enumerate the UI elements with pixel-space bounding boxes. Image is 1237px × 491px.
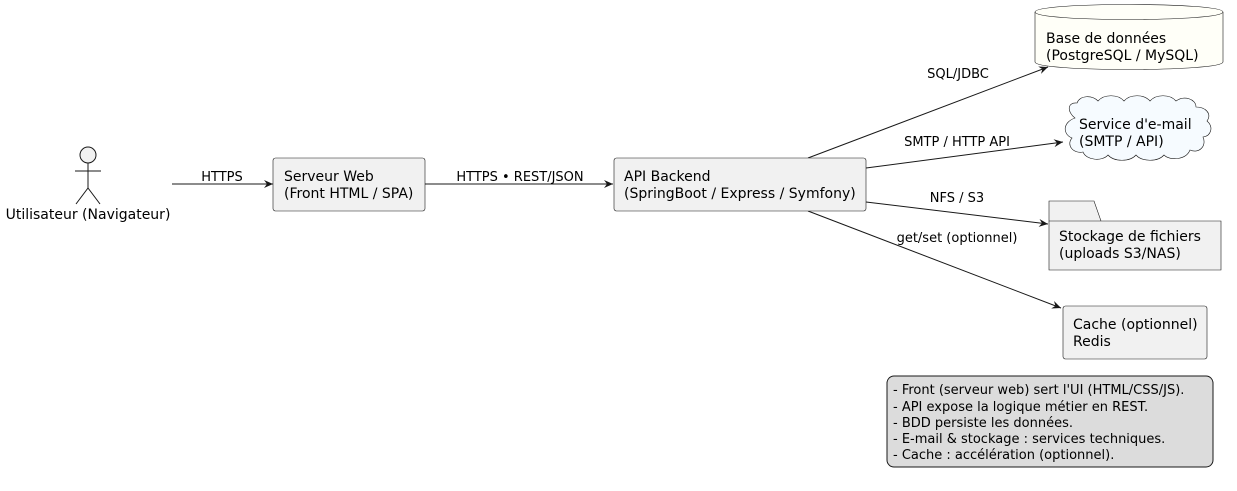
storage-subtitle: (uploads S3/NAS) — [1059, 246, 1181, 262]
edges — [172, 66, 1064, 309]
api-title: API Backend — [624, 169, 710, 185]
edge-labels: HTTPS HTTPS • REST/JSON SQL/JDBC SMTP / … — [201, 67, 1017, 246]
actor-label: Utilisateur (Navigateur) — [6, 207, 171, 223]
cloud-icon — [1064, 95, 1212, 161]
edge-label-nfs: NFS / S3 — [930, 191, 984, 206]
note-line-3: - BDD persiste les données. — [893, 416, 1073, 431]
email-subtitle: (SMTP / API) — [1079, 134, 1164, 150]
folder-icon — [1048, 200, 1222, 271]
edge-api-storage — [865, 201, 1049, 227]
cache-subtitle: Redis — [1073, 334, 1111, 350]
web-server-title: Serveur Web — [284, 169, 374, 185]
web-server-subtitle: (Front HTML / SPA) — [284, 186, 413, 202]
note-line-4: - E-mail & stockage : services technique… — [893, 432, 1165, 447]
node-file-storage: Stockage de fichiers (uploads S3/NAS) — [1048, 200, 1222, 271]
email-title: Service d'e-mail — [1079, 117, 1192, 133]
api-subtitle: (SpringBoot / Express / Symfony) — [624, 186, 856, 202]
edge-api-mail — [865, 139, 1064, 169]
actor-user: Utilisateur (Navigateur) — [6, 146, 171, 223]
node-database: Base de données (PostgreSQL / MySQL) — [1034, 4, 1224, 70]
node-cache: Cache (optionnel) Redis — [1062, 305, 1208, 360]
edge-label-sql: SQL/JDBC — [927, 67, 989, 82]
database-icon — [1034, 4, 1224, 70]
note-box: - Front (serveur web) sert l'UI (HTML/CS… — [886, 375, 1214, 468]
db-subtitle: (PostgreSQL / MySQL) — [1046, 48, 1199, 64]
storage-title: Stockage de fichiers — [1059, 229, 1201, 245]
db-title: Base de données — [1046, 31, 1166, 47]
edge-api-db — [807, 66, 1049, 159]
edge-api-cache — [807, 210, 1062, 309]
note-line-5: - Cache : accélération (optionnel). — [893, 448, 1114, 463]
node-email-service: Service d'e-mail (SMTP / API) — [1064, 95, 1212, 161]
edge-label-rest: HTTPS • REST/JSON — [456, 170, 583, 185]
node-api-backend: API Backend (SpringBoot / Express / Symf… — [613, 157, 867, 212]
edge-label-https: HTTPS — [201, 170, 243, 185]
edge-label-smtp: SMTP / HTTP API — [904, 135, 1010, 150]
cache-title: Cache (optionnel) — [1073, 317, 1198, 333]
stick-figure-icon — [75, 146, 101, 205]
note-line-2: - API expose la logique métier en REST. — [893, 400, 1148, 415]
edge-label-cache: get/set (optionnel) — [897, 231, 1018, 246]
note-line-1: - Front (serveur web) sert l'UI (HTML/CS… — [893, 383, 1184, 398]
node-web-server: Serveur Web (Front HTML / SPA) — [272, 157, 426, 212]
